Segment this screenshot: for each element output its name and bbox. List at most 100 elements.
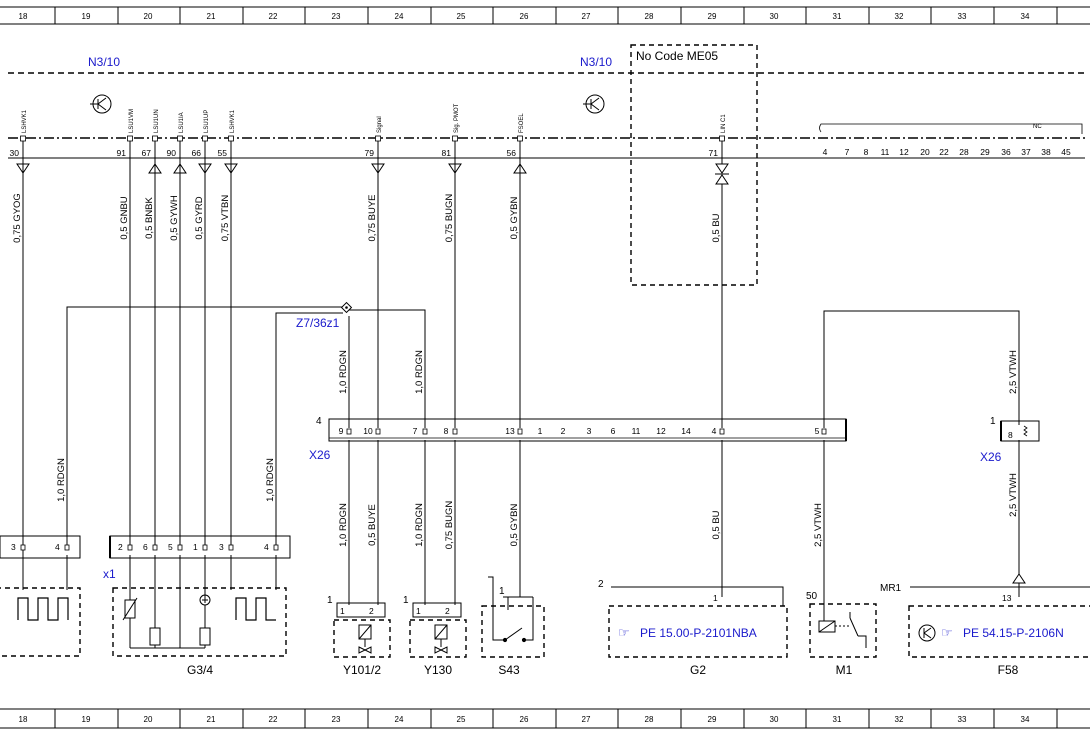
grid-label: 34: [1021, 12, 1030, 21]
y1012-count: 1: [327, 595, 333, 606]
grid-label: 19: [82, 715, 91, 724]
wire-label: 0,5 BUYE: [367, 504, 378, 546]
wire-label: 0,75 BUGN: [444, 501, 455, 550]
grid-label: 30: [770, 12, 779, 21]
grid-label: 32: [895, 715, 904, 724]
grid-label: 18: [19, 715, 28, 724]
pin-terminal: [152, 544, 158, 551]
grid-label: 29: [708, 12, 717, 21]
x1-label: x1: [103, 567, 116, 581]
wire-label: 1,0 RDGN: [338, 350, 349, 394]
wire-label: 1,0 RDGN: [265, 458, 276, 502]
nc-label: NC: [1033, 124, 1042, 130]
grid-label: 21: [207, 715, 216, 724]
ecu-pin-name: LSU1UN: [154, 109, 160, 133]
arrow-up-icon: [1012, 573, 1026, 584]
ecu-pin-number: 81: [442, 148, 452, 158]
pin-terminal: [517, 135, 523, 142]
g2-label: G2: [690, 663, 706, 677]
m1-label: M1: [836, 663, 853, 677]
wire-label: 2,5 VTWH: [1008, 473, 1019, 517]
ecu-pin-number: 91: [117, 148, 127, 158]
x1-pin-number: 3: [11, 542, 16, 552]
valve-icon: [358, 624, 372, 654]
ecu-pin-name: LIN C1: [721, 114, 727, 133]
nc-pin-number: 28: [959, 147, 969, 157]
pin-terminal: [719, 428, 725, 435]
arrow-up-icon: [715, 174, 729, 185]
x1-pin-number: 2: [118, 542, 123, 552]
x26-pin-count: 4: [316, 416, 322, 427]
x26-pin-number: 7: [413, 426, 418, 436]
x26-right-label: X26: [980, 450, 1002, 464]
x26-pin-number: 4: [712, 426, 717, 436]
x26-right-connector: [1000, 420, 1040, 442]
pin-terminal: [821, 428, 827, 435]
ecu-pin-number: 30: [10, 148, 20, 158]
y1012-pin1: 1: [340, 606, 345, 616]
ecu-pin-name: LSU1UP: [204, 110, 210, 133]
g2-count: 2: [598, 579, 604, 590]
pin-terminal: [20, 135, 26, 142]
grid-label: 28: [645, 12, 654, 21]
ecu-pin-name: LSHVK1: [230, 109, 236, 133]
grid-label: 24: [395, 715, 404, 724]
grid-label: 33: [958, 12, 967, 21]
ecu-label-left: N3/10: [88, 55, 120, 69]
nc-pin-number: 36: [1001, 147, 1011, 157]
g34-internals: [122, 594, 211, 649]
x1-pin-number: 1: [193, 542, 198, 552]
ecu-pin-name: Signal: [377, 116, 383, 133]
x26-pin-number: 1: [538, 426, 543, 436]
f58-ref-link[interactable]: PE 54.15-P-2106N: [963, 626, 1064, 640]
y130-pin2: 2: [445, 606, 450, 616]
m1-count: 50: [806, 591, 818, 602]
code-option-box: [630, 44, 758, 286]
grid-label: 22: [269, 12, 278, 21]
s43-wiring: [488, 576, 533, 610]
ecu-pin-number: 56: [507, 148, 517, 158]
grid-label: 19: [82, 12, 91, 21]
pin-terminal: [375, 135, 381, 142]
grid-label: 29: [708, 715, 717, 724]
pin-terminal: [152, 135, 158, 142]
ecu-pin-name: FSOEL: [519, 113, 525, 133]
x26-pin-number: 5: [815, 426, 820, 436]
wire-label: 0,75 GYOG: [12, 193, 23, 243]
nc-pin-number: 11: [881, 147, 890, 157]
wire-label: 0,5 GYBN: [509, 503, 520, 546]
ecu-pin: LSU1UN 67 0,5 BNBK: [142, 109, 162, 239]
splice-label: Z7/36z1: [296, 316, 340, 330]
x26-pin-number: 14: [681, 426, 691, 436]
grid-label: 26: [520, 715, 529, 724]
ecu-pin-number: 66: [192, 148, 202, 158]
grid-label: 31: [833, 12, 842, 21]
pin-terminal: [177, 544, 183, 551]
nc-pin-number: 38: [1041, 147, 1051, 157]
nc-pin-number: 12: [899, 147, 909, 157]
x26-pin-number: 2: [561, 426, 566, 436]
g2-ref-link[interactable]: PE 15.00-P-2101NBA: [640, 626, 757, 640]
wire-label: 0,5 BNBK: [144, 196, 155, 238]
pointing-hand-icon: ☞: [941, 625, 953, 640]
valve-icon: [434, 624, 448, 654]
x26-pin-number: 12: [656, 426, 666, 436]
f58-pin: 13: [1002, 593, 1012, 603]
grid-label: 23: [332, 12, 341, 21]
splice-node: [340, 301, 353, 314]
pointing-hand-icon: ☞: [618, 625, 630, 640]
wire-label: 0,5 BU: [711, 510, 722, 539]
pin-terminal: [202, 135, 208, 142]
nc-pin-number: 7: [845, 147, 850, 157]
grid-label: 25: [457, 715, 466, 724]
ecu-pin-number: 67: [142, 148, 152, 158]
nc-pin-number: 37: [1021, 147, 1031, 157]
x26-right-count: 1: [990, 416, 996, 427]
